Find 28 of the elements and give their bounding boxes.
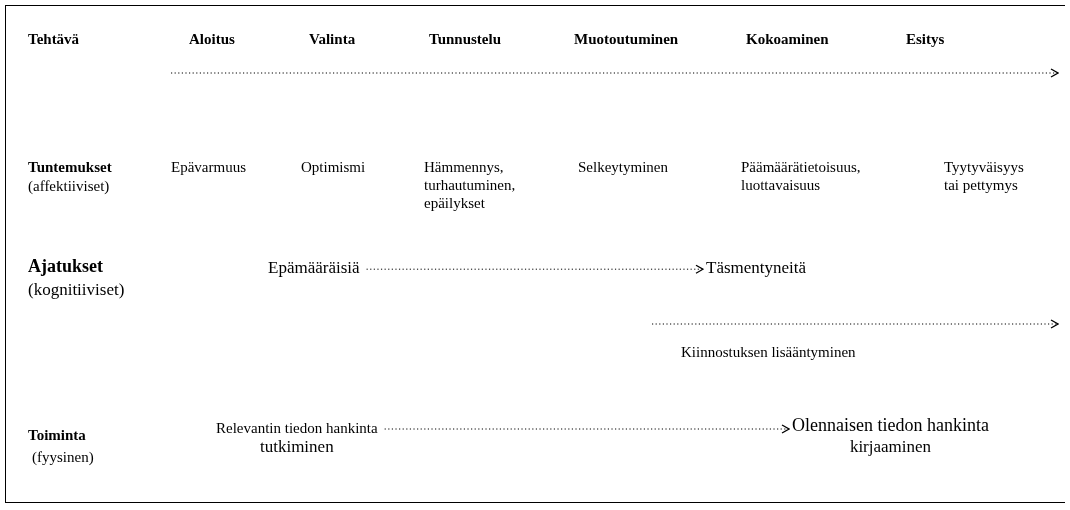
column-heading: Tunnustelu [429, 30, 501, 48]
node-text: kirjaaminen [849, 436, 932, 457]
column-heading: Tehtävä [28, 30, 80, 48]
table-text: Hämmennys, turhautuminen, epäilykset [424, 158, 517, 212]
node-text: Epämääräisiä [268, 258, 360, 279]
node-text: tutkiminen [259, 437, 334, 458]
table-text: Toiminta [28, 426, 86, 444]
node-text: Olennaisen tiedon hankinta [792, 415, 989, 437]
column-heading: Esitys [906, 30, 945, 48]
table-text: Kiinnostuksen lisääntyminen [681, 343, 856, 361]
table-text: Optimismi [301, 158, 366, 176]
table-text: Tyytyväisyys tai pettymys [944, 158, 1024, 194]
table-text: Tuntemukset [28, 158, 112, 176]
node-text: Täsmentyneitä [706, 258, 807, 279]
table-text: Epävarmuus [171, 158, 246, 176]
node-text: Relevantin tiedon hankinta [216, 419, 378, 437]
table-text: (fyysinen) [32, 448, 94, 466]
column-heading: Kokoaminen [746, 30, 829, 48]
table-text: (affektiiviset) [28, 177, 110, 195]
table-text: Ajatukset [28, 256, 103, 278]
dotted-arrow [366, 264, 704, 274]
table-text: Selkeytyminen [578, 158, 668, 176]
table-text: Päämäärätietoisuus, luottavaisuus [741, 158, 862, 194]
column-heading: Aloitus [189, 30, 235, 48]
column-heading: Muotoutuminen [574, 30, 679, 48]
column-heading: Valinta [309, 30, 356, 48]
table-text: (kognitiiviset) [28, 280, 125, 301]
dotted-arrow [384, 424, 790, 434]
